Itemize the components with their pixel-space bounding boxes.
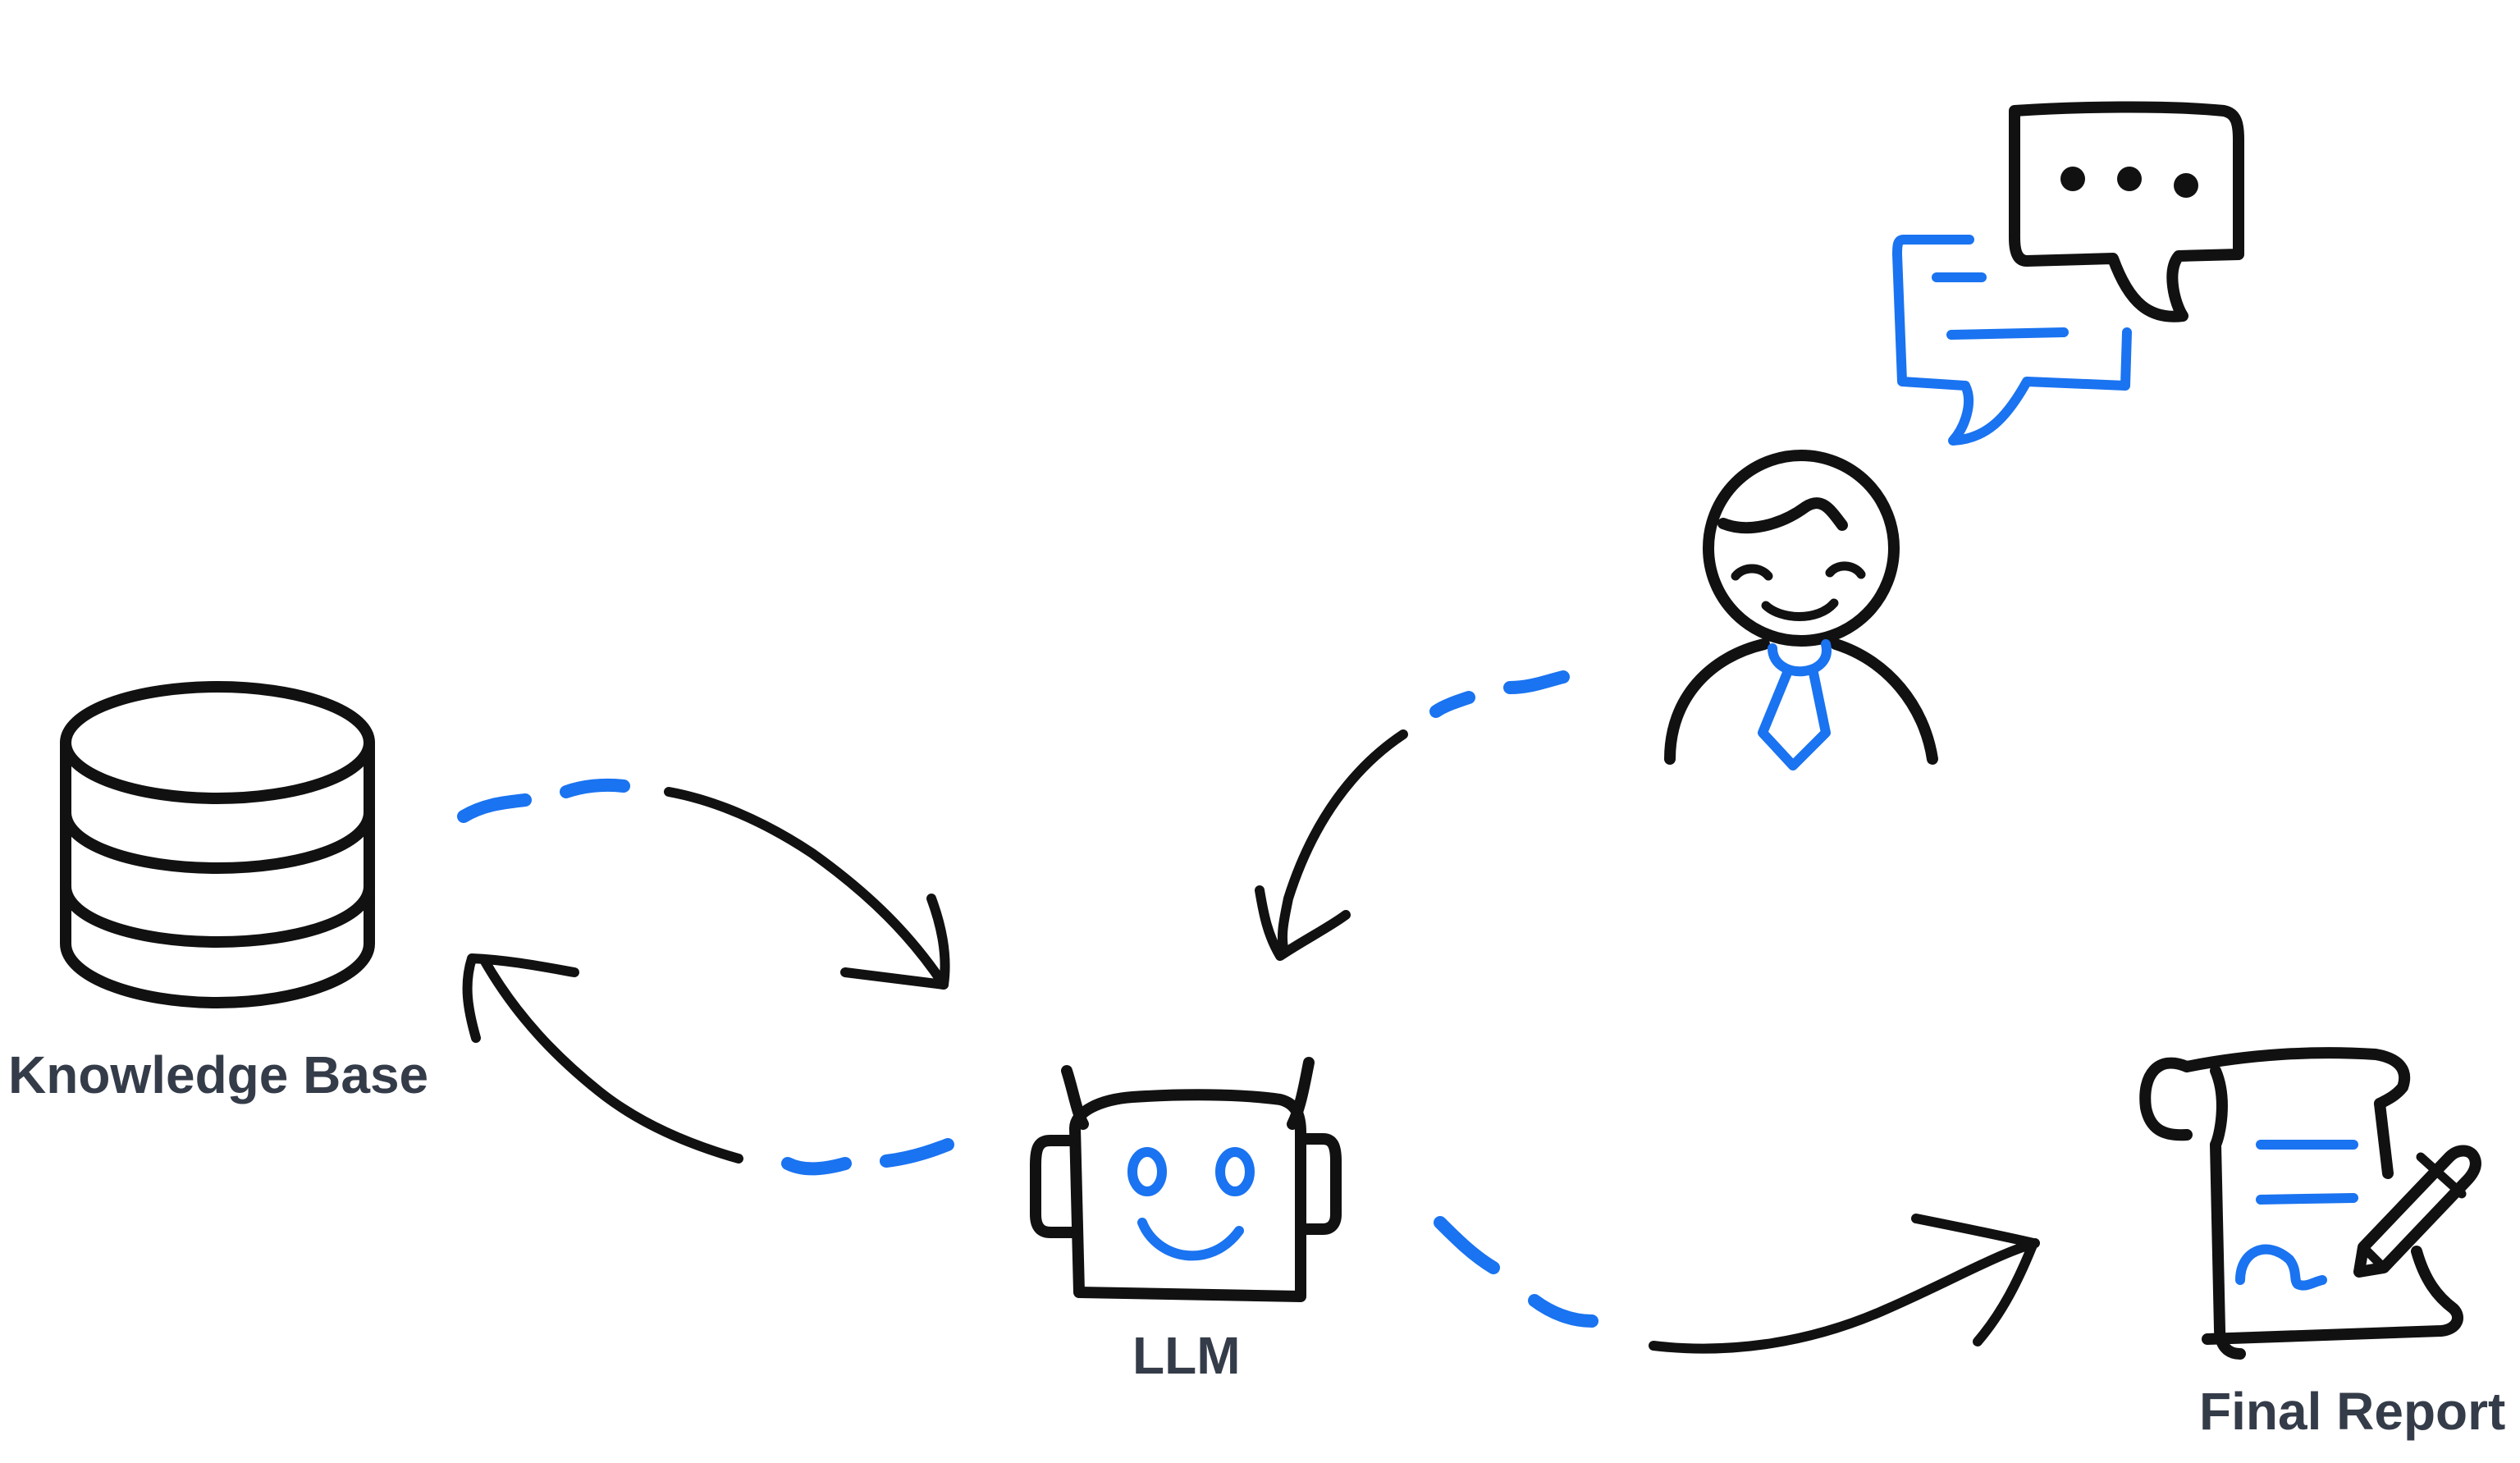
document-pen-icon — [2139, 1047, 2481, 1360]
arrow-knowledge-base-to-llm — [457, 778, 950, 990]
database-icon — [60, 681, 375, 1008]
user-icon — [1664, 450, 1938, 770]
llm-label: LLM — [1132, 1326, 1241, 1385]
arrow-llm-to-final-report — [1434, 1214, 2040, 1354]
robot-icon — [1030, 1057, 1342, 1302]
chat-bubbles-icon — [1892, 101, 2244, 446]
final-report-label: Final Report — [2199, 1382, 2506, 1441]
arrow-llm-to-knowledge-base — [462, 953, 954, 1176]
arrow-user-to-llm — [1255, 670, 1570, 961]
knowledge-base-label: Knowledge Base — [8, 1045, 429, 1104]
